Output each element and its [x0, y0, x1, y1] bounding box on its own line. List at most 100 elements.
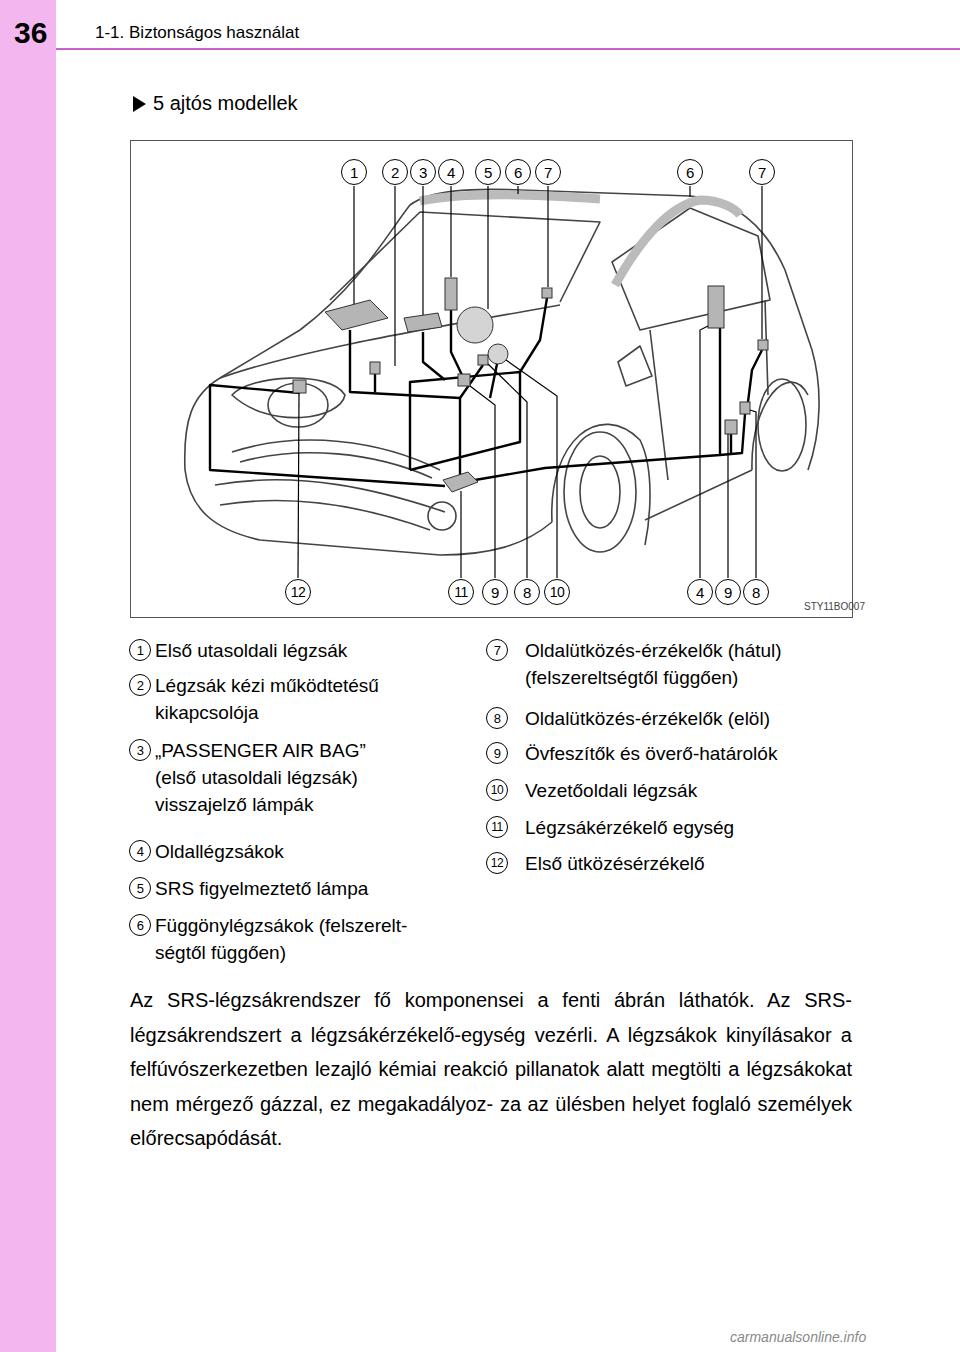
leader-line — [700, 326, 708, 578]
callout-text: 4 — [696, 585, 704, 600]
warning-lamp — [457, 307, 493, 343]
callout-text: 8 — [752, 585, 760, 600]
callout-number: 4 — [687, 579, 713, 605]
components — [293, 195, 768, 492]
curtain-airbag — [615, 200, 740, 285]
front-side-sensor — [740, 402, 750, 414]
callout-text: 7 — [544, 165, 552, 180]
callout-text: 12 — [291, 585, 306, 599]
figure-code: STY11BO007 — [804, 600, 865, 614]
bullet-arrow — [133, 96, 146, 112]
callout-number: 3 — [410, 159, 436, 185]
rear-side-sensor — [542, 288, 552, 298]
leader-line — [488, 364, 527, 578]
callout-number: 2 — [129, 674, 151, 696]
item-text: Első utasoldali légzsák — [155, 637, 465, 664]
callout-text: 6 — [686, 165, 694, 180]
roof-line — [300, 189, 819, 470]
callout-number: 1 — [341, 159, 367, 185]
rear-side-sensor — [758, 340, 768, 350]
callout-number: 8 — [743, 579, 769, 605]
header-rule — [56, 48, 960, 50]
rear-wheel — [758, 379, 806, 471]
car-body — [185, 189, 819, 555]
pretensioner — [725, 420, 737, 434]
leader-line — [450, 186, 451, 277]
callout-text: 8 — [523, 585, 531, 600]
fog-light — [428, 502, 456, 530]
callout-number: 7 — [486, 639, 508, 661]
item-text: Oldalütközés-érzékelők (hátul) (felszere… — [525, 637, 845, 691]
watermark: carmanualsonline.info — [730, 1328, 866, 1348]
callout-text: 10 — [491, 784, 503, 796]
leader-line — [761, 186, 762, 339]
front-side-sensor — [478, 355, 488, 365]
item-text: Függönylégzsákok (felszerelt- ségtől füg… — [155, 912, 460, 966]
callout-text: 3 — [419, 165, 427, 180]
mirror — [618, 346, 652, 386]
callout-text: 6 — [514, 165, 522, 180]
callout-text: 8 — [494, 712, 501, 725]
callout-number: 4 — [438, 159, 464, 185]
windshield — [330, 212, 600, 302]
headlight-housing — [232, 378, 345, 418]
side-strip — [0, 0, 56, 1352]
callout-text: 11 — [454, 585, 468, 599]
wire — [520, 298, 547, 372]
leader-line — [470, 386, 495, 578]
item-text: Első ütközésérzékelő — [525, 850, 845, 877]
item-text: „PASSENGER AIR BAG” (első utasoldali lég… — [155, 737, 387, 818]
callout-text: 1 — [137, 644, 144, 657]
body-paragraph: Az SRS-légzsákrendszer fő komponensei a … — [130, 983, 852, 1156]
callout-text: 11 — [491, 821, 502, 833]
callout-number: 1 — [129, 639, 151, 661]
callout-text: 2 — [391, 165, 399, 180]
wire — [475, 328, 720, 480]
callout-text: 9 — [491, 585, 499, 600]
curtain-airbag — [420, 195, 600, 201]
wire — [410, 372, 520, 470]
callout-number: 10 — [544, 579, 570, 605]
callout-number: 5 — [129, 877, 151, 899]
side-airbag — [708, 286, 724, 328]
wire — [748, 350, 762, 402]
side-sill — [645, 470, 752, 520]
leader-line — [353, 186, 354, 304]
item-text: Légzsák kézi működtetésű kikapcsolója — [155, 672, 455, 726]
leader-line — [394, 186, 395, 366]
callout-number: 11 — [448, 579, 474, 605]
callout-number: 12 — [486, 852, 508, 874]
leader-line — [422, 186, 423, 315]
wire — [374, 374, 376, 392]
front-impact-sensor — [293, 380, 306, 393]
callout-number: 7 — [749, 159, 775, 185]
hood-line — [220, 305, 560, 378]
leader-line — [487, 186, 488, 309]
running-header: 1-1. Biztonságos használat — [95, 21, 299, 45]
callout-number: 12 — [285, 579, 311, 605]
callout-number: 6 — [505, 159, 531, 185]
pretensioner — [458, 374, 470, 386]
section-title: 5 ajtós modellek — [153, 89, 298, 117]
callout-number: 9 — [486, 742, 508, 764]
lower-grille — [220, 501, 430, 530]
callout-number: 5 — [475, 159, 501, 185]
door-line — [650, 330, 668, 480]
leader-line — [298, 394, 299, 578]
callout-number: 6 — [677, 159, 703, 185]
callout-number: 8 — [486, 707, 508, 729]
wire — [730, 434, 732, 453]
wire — [720, 414, 745, 455]
wire — [350, 330, 460, 478]
callout-text: 1 — [350, 165, 358, 180]
item-text: Oldallégzsákok — [155, 838, 455, 865]
callout-number: 8 — [514, 579, 540, 605]
leader-line — [460, 491, 461, 578]
callout-text: 6 — [137, 919, 144, 932]
callout-text: 9 — [494, 747, 501, 760]
callout-number: 9 — [715, 579, 741, 605]
callout-text: 9 — [724, 585, 732, 600]
driver-airbag — [488, 344, 508, 364]
leader-lines — [298, 186, 762, 578]
callout-text: 10 — [550, 585, 565, 599]
